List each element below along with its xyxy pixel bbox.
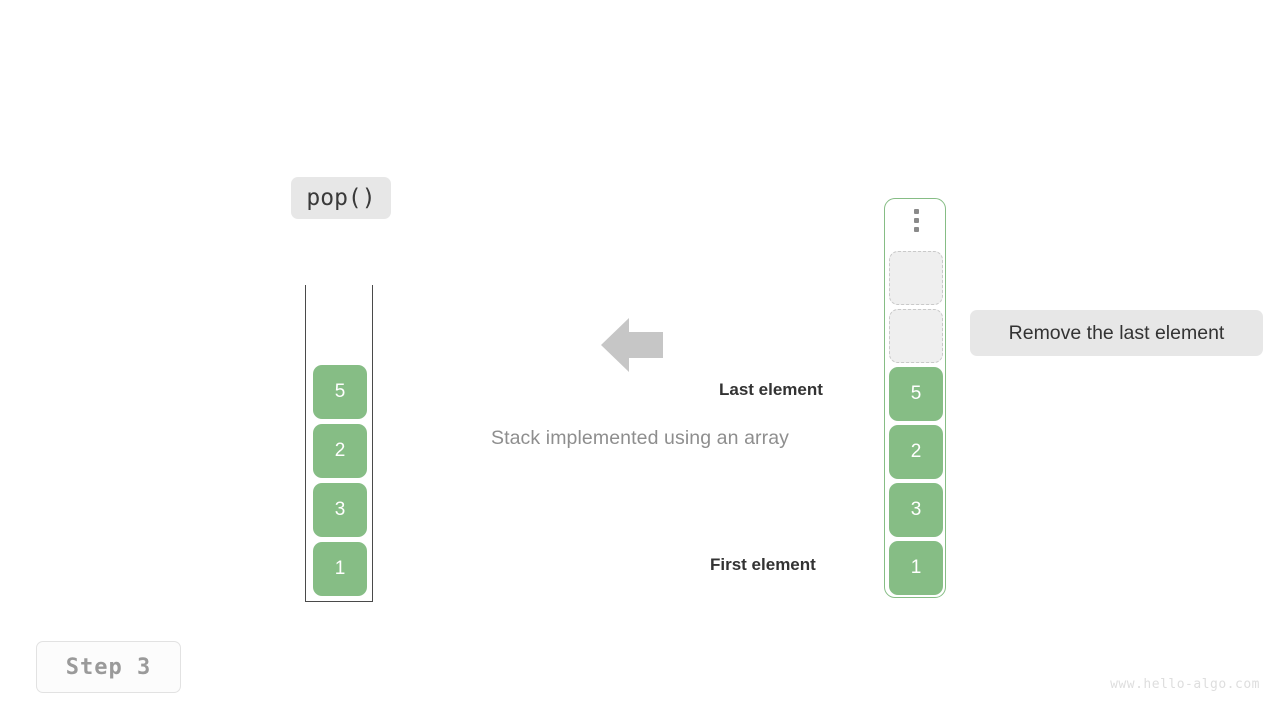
operation-label-chip: pop()	[291, 177, 391, 219]
step-badge-text: Step 3	[65, 654, 152, 680]
stack-slot-list: 5 2 3 1	[885, 251, 947, 595]
stack-cell-value: 3	[910, 499, 922, 520]
stack-cell: 5	[889, 367, 943, 421]
stack-cell: 1	[889, 541, 943, 595]
ellipsis-dot	[913, 218, 919, 223]
stack-empty-slot	[889, 309, 943, 363]
vertical-ellipsis-icon	[885, 209, 947, 232]
array-cell-list: 5 2 3 1	[306, 365, 374, 596]
stack-cell-value: 5	[910, 383, 922, 404]
array-cell-value: 3	[334, 499, 346, 520]
array-cell: 1	[313, 542, 367, 596]
operation-label-text: pop()	[306, 185, 376, 211]
stack-container: 5 2 3 1	[884, 198, 946, 598]
stack-cell: 3	[889, 483, 943, 537]
annotation-first-element: First element	[710, 555, 816, 574]
ellipsis-dot	[913, 209, 919, 214]
diagram-caption: Stack implemented using an array	[0, 427, 1280, 450]
array-cell: 2	[313, 424, 367, 478]
ellipsis-dot	[913, 227, 919, 232]
annotation-last-element: Last element	[719, 380, 823, 399]
array-cell: 5	[313, 365, 367, 419]
stack-empty-slot	[889, 251, 943, 305]
operation-description-text: Remove the last element	[1008, 321, 1225, 344]
step-badge: Step 3	[36, 641, 181, 693]
array-cell: 3	[313, 483, 367, 537]
diagram-caption-text: Stack implemented using an array	[490, 427, 789, 449]
site-watermark: www.hello-algo.com	[1110, 677, 1260, 692]
array-cell-value: 2	[334, 440, 346, 461]
arrow-left-icon	[601, 318, 663, 372]
array-cell-value: 1	[334, 558, 346, 579]
stack-cell-value: 1	[910, 557, 922, 578]
array-cell-value: 5	[334, 381, 346, 402]
array-container: 5 2 3 1	[305, 285, 373, 602]
operation-description-tooltip: Remove the last element	[970, 310, 1263, 356]
stack-cell: 2	[889, 425, 943, 479]
stack-cell-value: 2	[910, 441, 922, 462]
